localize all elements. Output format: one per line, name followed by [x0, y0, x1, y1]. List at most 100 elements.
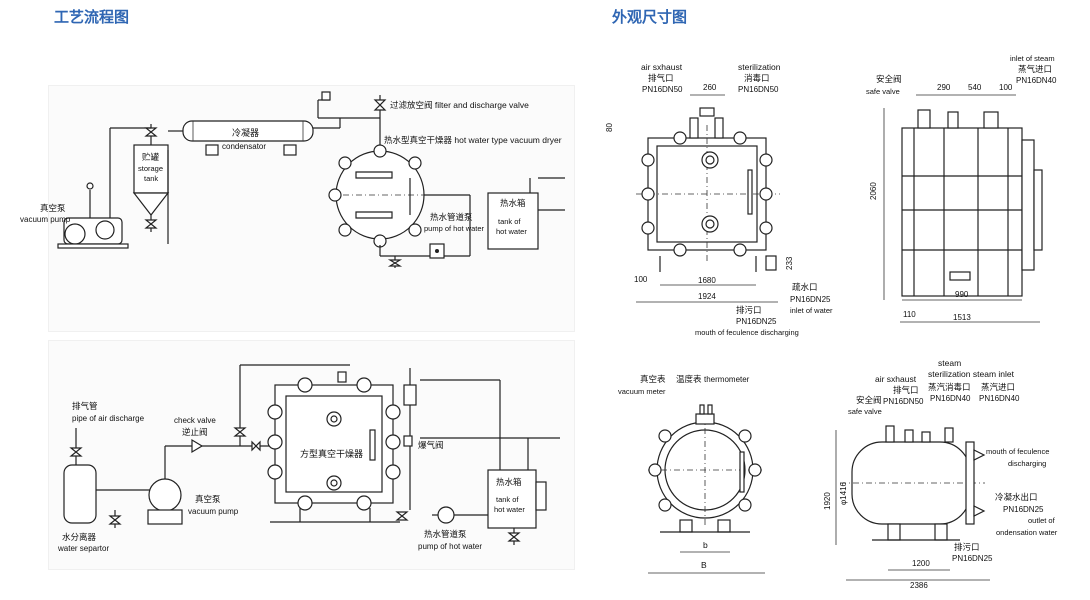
filter-valve-icon [373, 99, 387, 111]
safe-valve-en: safe valve [866, 87, 900, 96]
air-exhaust-label-en: air sxhaust [641, 62, 683, 72]
dim-1920: 1920 [823, 492, 832, 510]
condensate-cn: 冷凝水出口 [995, 492, 1038, 502]
dim-1416: φ1416 [839, 481, 848, 505]
drain-pn: PN16DN25 [790, 295, 831, 304]
steam-inlet-cn-2: 蒸汽进口 [981, 382, 1015, 392]
air-exhaust-cn-2: 排气口 [893, 385, 919, 395]
sterilization-label-en: sterilization [738, 62, 781, 72]
dim-2060: 2060 [869, 182, 878, 200]
condensate-en1: outlet of [1028, 516, 1056, 525]
dimension-side-view: 安全阀 safe valve 290 540 100 inlet of stea… [866, 54, 1057, 323]
dim-b-small: b [703, 540, 708, 550]
burst-valve-label: 爆气阀 [418, 440, 444, 450]
dimension-drawing-heading: 外观尺寸图 [612, 8, 688, 26]
check-valve-label-cn: 逆止阀 [182, 427, 208, 437]
dim-1513: 1513 [953, 313, 971, 322]
dim-100-side: 100 [999, 83, 1013, 92]
flow-diagram-square-dryer: 排气管 pipe of air discharge 水分离器 water sep… [57, 364, 560, 553]
exhaust-pipe-label-en: pipe of air discharge [72, 414, 145, 423]
steam-title: steam [938, 358, 961, 368]
dim-1924: 1924 [698, 292, 716, 301]
hot-water-pump-2-icon [437, 506, 455, 524]
dim-540: 540 [968, 83, 982, 92]
check-valve-icon [191, 438, 204, 454]
thermometer-cn: 温度表 [676, 374, 702, 384]
filter-icon [321, 91, 331, 101]
hw-pump2-label: 热水管道泵 [424, 529, 467, 539]
air-exhaust-label-cn: 排气口 [648, 73, 674, 83]
thermometer-en: thermometer [704, 375, 750, 384]
flow-diagram-hot-water: 过滤放空阀 filter and discharge valve 冷凝器 con… [20, 91, 565, 268]
sewage-cn-2: 排污口 [954, 542, 980, 552]
dim-990: 990 [955, 290, 969, 299]
safe-valve-cn-2: 安全阀 [856, 395, 882, 405]
sterilization-cn-2: 蒸汽消毒口 [928, 382, 971, 392]
dim-110: 110 [903, 310, 916, 319]
mouth-feculence-en1: mouth of feculence [986, 447, 1049, 456]
hw-tank2-en1: tank of [496, 495, 519, 504]
drain-label-cn: 疏水口 [792, 282, 818, 292]
steam-inlet-pn-2: PN16DN40 [979, 394, 1020, 403]
dim-233: 233 [785, 256, 794, 270]
hw-pump-label-en: pump of hot water [424, 224, 485, 233]
condensate-en2: ondensation water [996, 528, 1058, 537]
storage-tank-en1: storage [138, 164, 163, 173]
exhaust-pipe-label: 排气管 [72, 401, 98, 411]
hw-tank-en2: hot water [496, 227, 527, 236]
air-exhaust-en-2: air sxhaust [875, 374, 917, 384]
steam-inlet-cn: 蒸气进口 [1018, 64, 1052, 74]
dim-260: 260 [703, 83, 717, 92]
steam-inlet-pn: PN16DN40 [1016, 76, 1057, 85]
process-flow-heading: 工艺流程图 [54, 8, 130, 26]
water-sep-label-en: water separtor [57, 544, 109, 553]
condenser-label: 冷凝器 [232, 127, 259, 138]
hw-pump2-label-en: pump of hot water [418, 542, 482, 551]
hw-tank-en1: tank of [498, 217, 521, 226]
drain-label-en: inlet of water [790, 306, 833, 315]
air-exhaust-pn-2: PN16DN50 [883, 397, 924, 406]
sewage-pn: PN16DN25 [736, 317, 777, 326]
dim-80: 80 [605, 123, 614, 132]
vacuum-pump-label-en: vacuum pump [20, 215, 71, 224]
sewage-label-cn: 排污口 [736, 305, 762, 315]
hw-tank2-en2: hot water [494, 505, 525, 514]
side-view-body [901, 127, 1023, 297]
dim-100-front: 100 [634, 275, 648, 284]
mouth-feculence-en2: discharging [1008, 459, 1046, 468]
dimension-cylinder-view: steam sterilization steam inlet air sxha… [823, 358, 1058, 590]
safe-valve-en-2: safe valve [848, 407, 882, 416]
vac-pump2-label: 真空泵 [195, 494, 221, 504]
dim-b-big: B [701, 560, 707, 570]
air-exhaust-pn: PN16DN50 [642, 85, 683, 94]
hot-water-tank-2-icon [487, 469, 537, 529]
hw-tank-label: 热水箱 [500, 198, 526, 208]
sterilization-pn: PN16DN50 [738, 85, 779, 94]
storage-tank-en2: tank [144, 174, 158, 183]
hw-tank2-label: 热水箱 [496, 477, 522, 487]
dim-2386: 2386 [910, 581, 928, 590]
sewage-label-en: mouth of feculence discharging [695, 328, 799, 337]
dim-1200: 1200 [912, 559, 930, 568]
filter-valve-label: 过滤放空阀 filter and discharge valve [390, 100, 529, 110]
check-valve-label: check valve [174, 416, 216, 425]
sterilization-pn-2: PN16DN40 [930, 394, 971, 403]
steam-inlet-en: inlet of steam [1010, 54, 1055, 63]
dimension-round-end-view: 真空表 温度表 thermometer vacuum meter b B [618, 374, 765, 574]
safe-valve-cn: 安全阀 [876, 74, 902, 84]
vacuum-meter-en: vacuum meter [618, 387, 666, 396]
vac-pump2-label-en: vacuum pump [188, 507, 239, 516]
sterilization-steam-inlet: sterilization steam inlet [928, 369, 1015, 379]
condenser-label-en: condensator [222, 142, 266, 151]
dimension-front-view: air sxhaust 排气口 PN16DN50 sterilization 消… [605, 62, 833, 337]
vacuum-meter-cn: 真空表 [640, 374, 666, 384]
vacuum-pump-2-icon [148, 478, 182, 512]
sewage-pn-2: PN16DN25 [952, 554, 993, 563]
dryer2-label: 方型真空干燥器 [300, 448, 363, 459]
dim-290: 290 [937, 83, 951, 92]
condensate-pn: PN16DN25 [1003, 505, 1044, 514]
water-sep-label: 水分离器 [62, 532, 97, 542]
sterilization-label-cn: 消毒口 [744, 73, 770, 83]
hot-water-tank-icon [487, 192, 539, 250]
